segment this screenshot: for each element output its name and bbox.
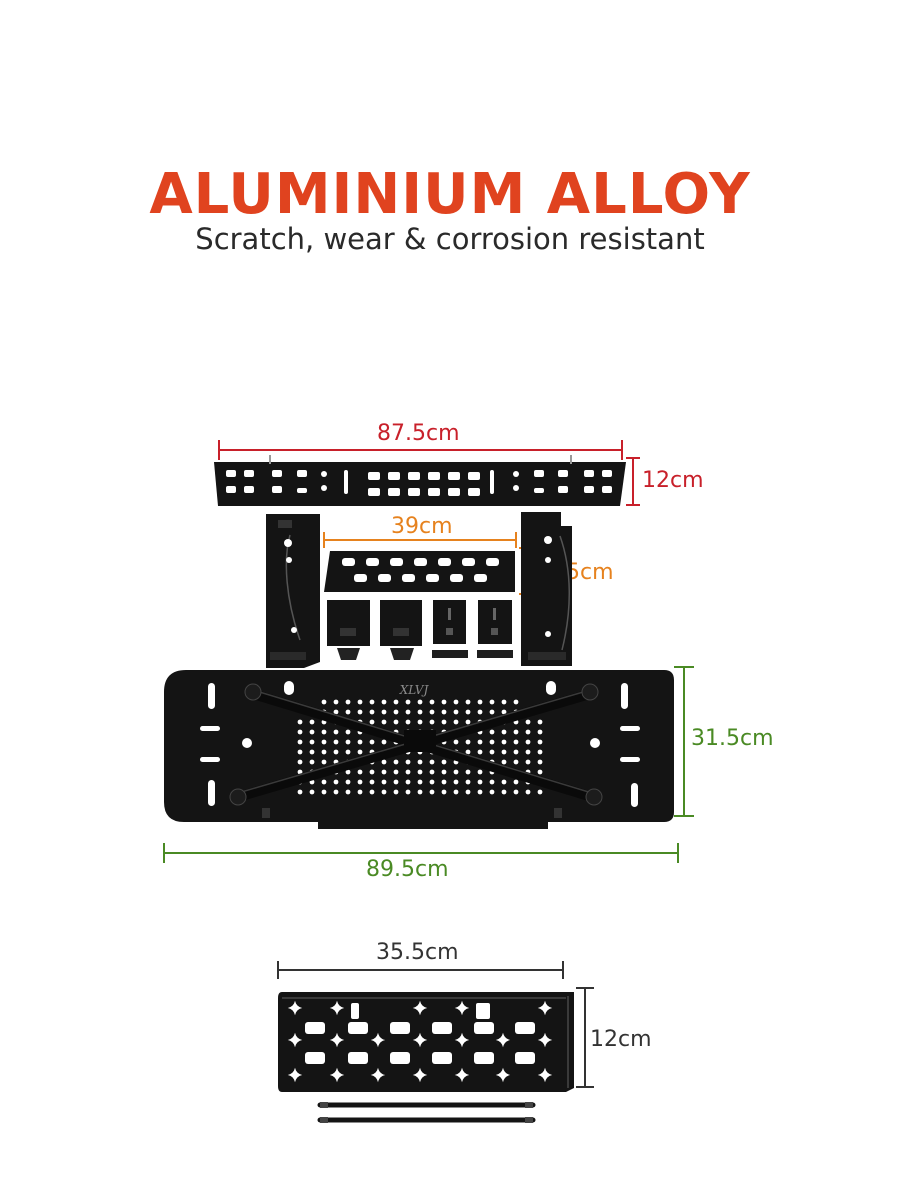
support-rod-1 <box>317 1102 536 1108</box>
inner-plate <box>324 551 515 592</box>
small-plate-width-label: 35.5cm <box>376 940 459 965</box>
right-side-bracket <box>521 512 572 666</box>
inner-plate-width-label: 39cm <box>391 514 453 539</box>
main-plate-height-line <box>674 666 694 817</box>
small-plate-height-label: 12cm <box>590 1027 652 1052</box>
small-plate-height-line <box>576 987 594 1088</box>
small-bracket-2 <box>380 600 422 660</box>
left-side-bracket <box>266 514 320 668</box>
small-bracket-1 <box>327 600 370 660</box>
page-title: ALUMINIUM ALLOY <box>149 162 751 227</box>
main-plate-width-label: 89.5cm <box>366 857 449 882</box>
small-plate <box>278 992 574 1092</box>
small-bracket-3 <box>432 600 468 658</box>
top-bar-width-label: 87.5cm <box>377 421 460 446</box>
small-plate-width-line <box>277 961 564 979</box>
inner-plate-width-line <box>323 532 517 548</box>
top-bar-height-line <box>626 457 640 506</box>
main-plate-height-label: 31.5cm <box>691 726 774 751</box>
top-bar-height-label: 12cm <box>642 468 704 493</box>
main-plate: XLVJ <box>164 670 674 829</box>
main-plate-width-line <box>163 843 679 863</box>
brand-engraving: XLVJ <box>399 683 430 697</box>
top-crossbar <box>214 455 626 506</box>
page-subtitle: Scratch, wear & corrosion resistant <box>195 222 705 256</box>
small-bracket-4 <box>477 600 513 658</box>
support-rod-2 <box>317 1117 536 1123</box>
top-bar-width-line <box>218 440 623 460</box>
